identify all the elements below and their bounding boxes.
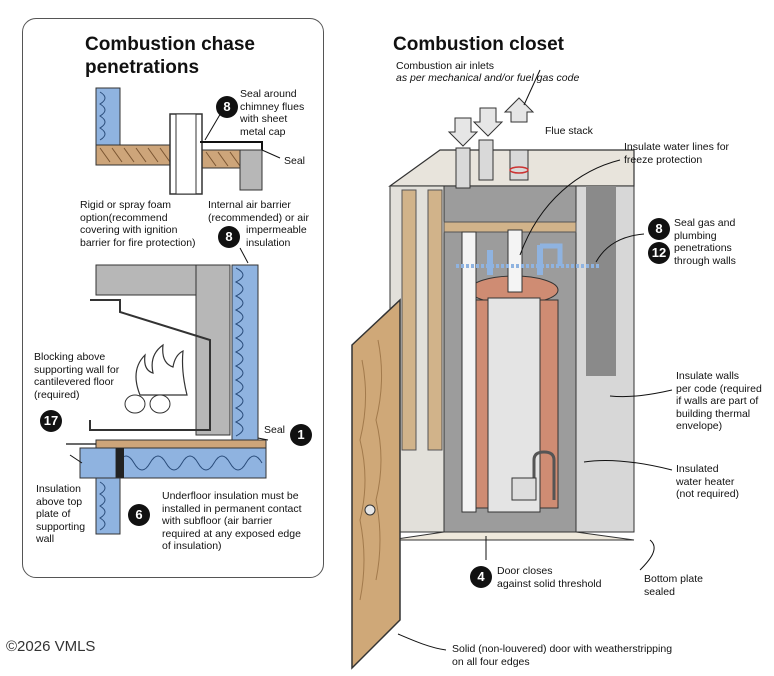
solid-door-label: Solid (non-louvered) door with weatherst…: [452, 643, 673, 668]
insulated-heater-label: Insulated water heater (not required): [676, 463, 740, 500]
flue-stack-label: Flue stack: [545, 125, 593, 137]
air-inlets-note: as per mechanical and/or fuel gas code: [396, 72, 580, 84]
left-title-line1: Combustion chase: [85, 34, 255, 55]
badge-8-closet: 8: [648, 218, 670, 240]
insulate-water-label: Insulate water lines for freeze protecti…: [624, 141, 730, 166]
left-title-line2: penetrations: [85, 57, 200, 78]
underfloor-label: Underfloor insulation must be installed …: [162, 490, 302, 552]
badge-6: 6: [128, 504, 150, 526]
right-title: Combustion closet: [393, 34, 565, 55]
internal-air-barrier-label: Internal air barrier (recommended) or ai…: [208, 199, 309, 249]
rigid-foam-label: Rigid or spray foam option(recommend cov…: [80, 199, 196, 249]
badge-1: 1: [290, 424, 312, 446]
insulation-top-plate-label: Insulation above top plate of supporting…: [36, 483, 86, 545]
badge-12: 12: [648, 242, 670, 264]
seal-chimney-label: Seal around chimney flues with sheet met…: [240, 88, 305, 138]
badge-8-mid: 8: [218, 226, 240, 248]
chase-penetrations-panel: [22, 18, 324, 578]
insulate-walls-label: Insulate walls per code (required if wal…: [676, 370, 762, 432]
badge-17: 17: [40, 410, 62, 432]
bottom-plate-label: Bottom plate sealed: [644, 573, 703, 598]
chimney-top-detail: [95, 87, 281, 195]
seal-gas-label: Seal gas and plumbing penetrations throu…: [674, 217, 736, 267]
badge-8-top: 8: [216, 96, 238, 118]
seal-top-label: Seal: [284, 155, 306, 167]
door-closes-label: Door closes against solid threshold: [497, 565, 602, 590]
copyright-text: ©2026 VMLS: [6, 638, 96, 655]
seal-bottom-label: Seal: [264, 424, 286, 436]
blocking-label: Blocking above supporting wall for canti…: [34, 351, 120, 401]
chase-lower-detail: [66, 247, 269, 535]
combustion-closet-drawing: [351, 69, 673, 670]
badge-4: 4: [470, 566, 492, 588]
air-inlets-label: Combustion air inlets: [396, 60, 495, 72]
